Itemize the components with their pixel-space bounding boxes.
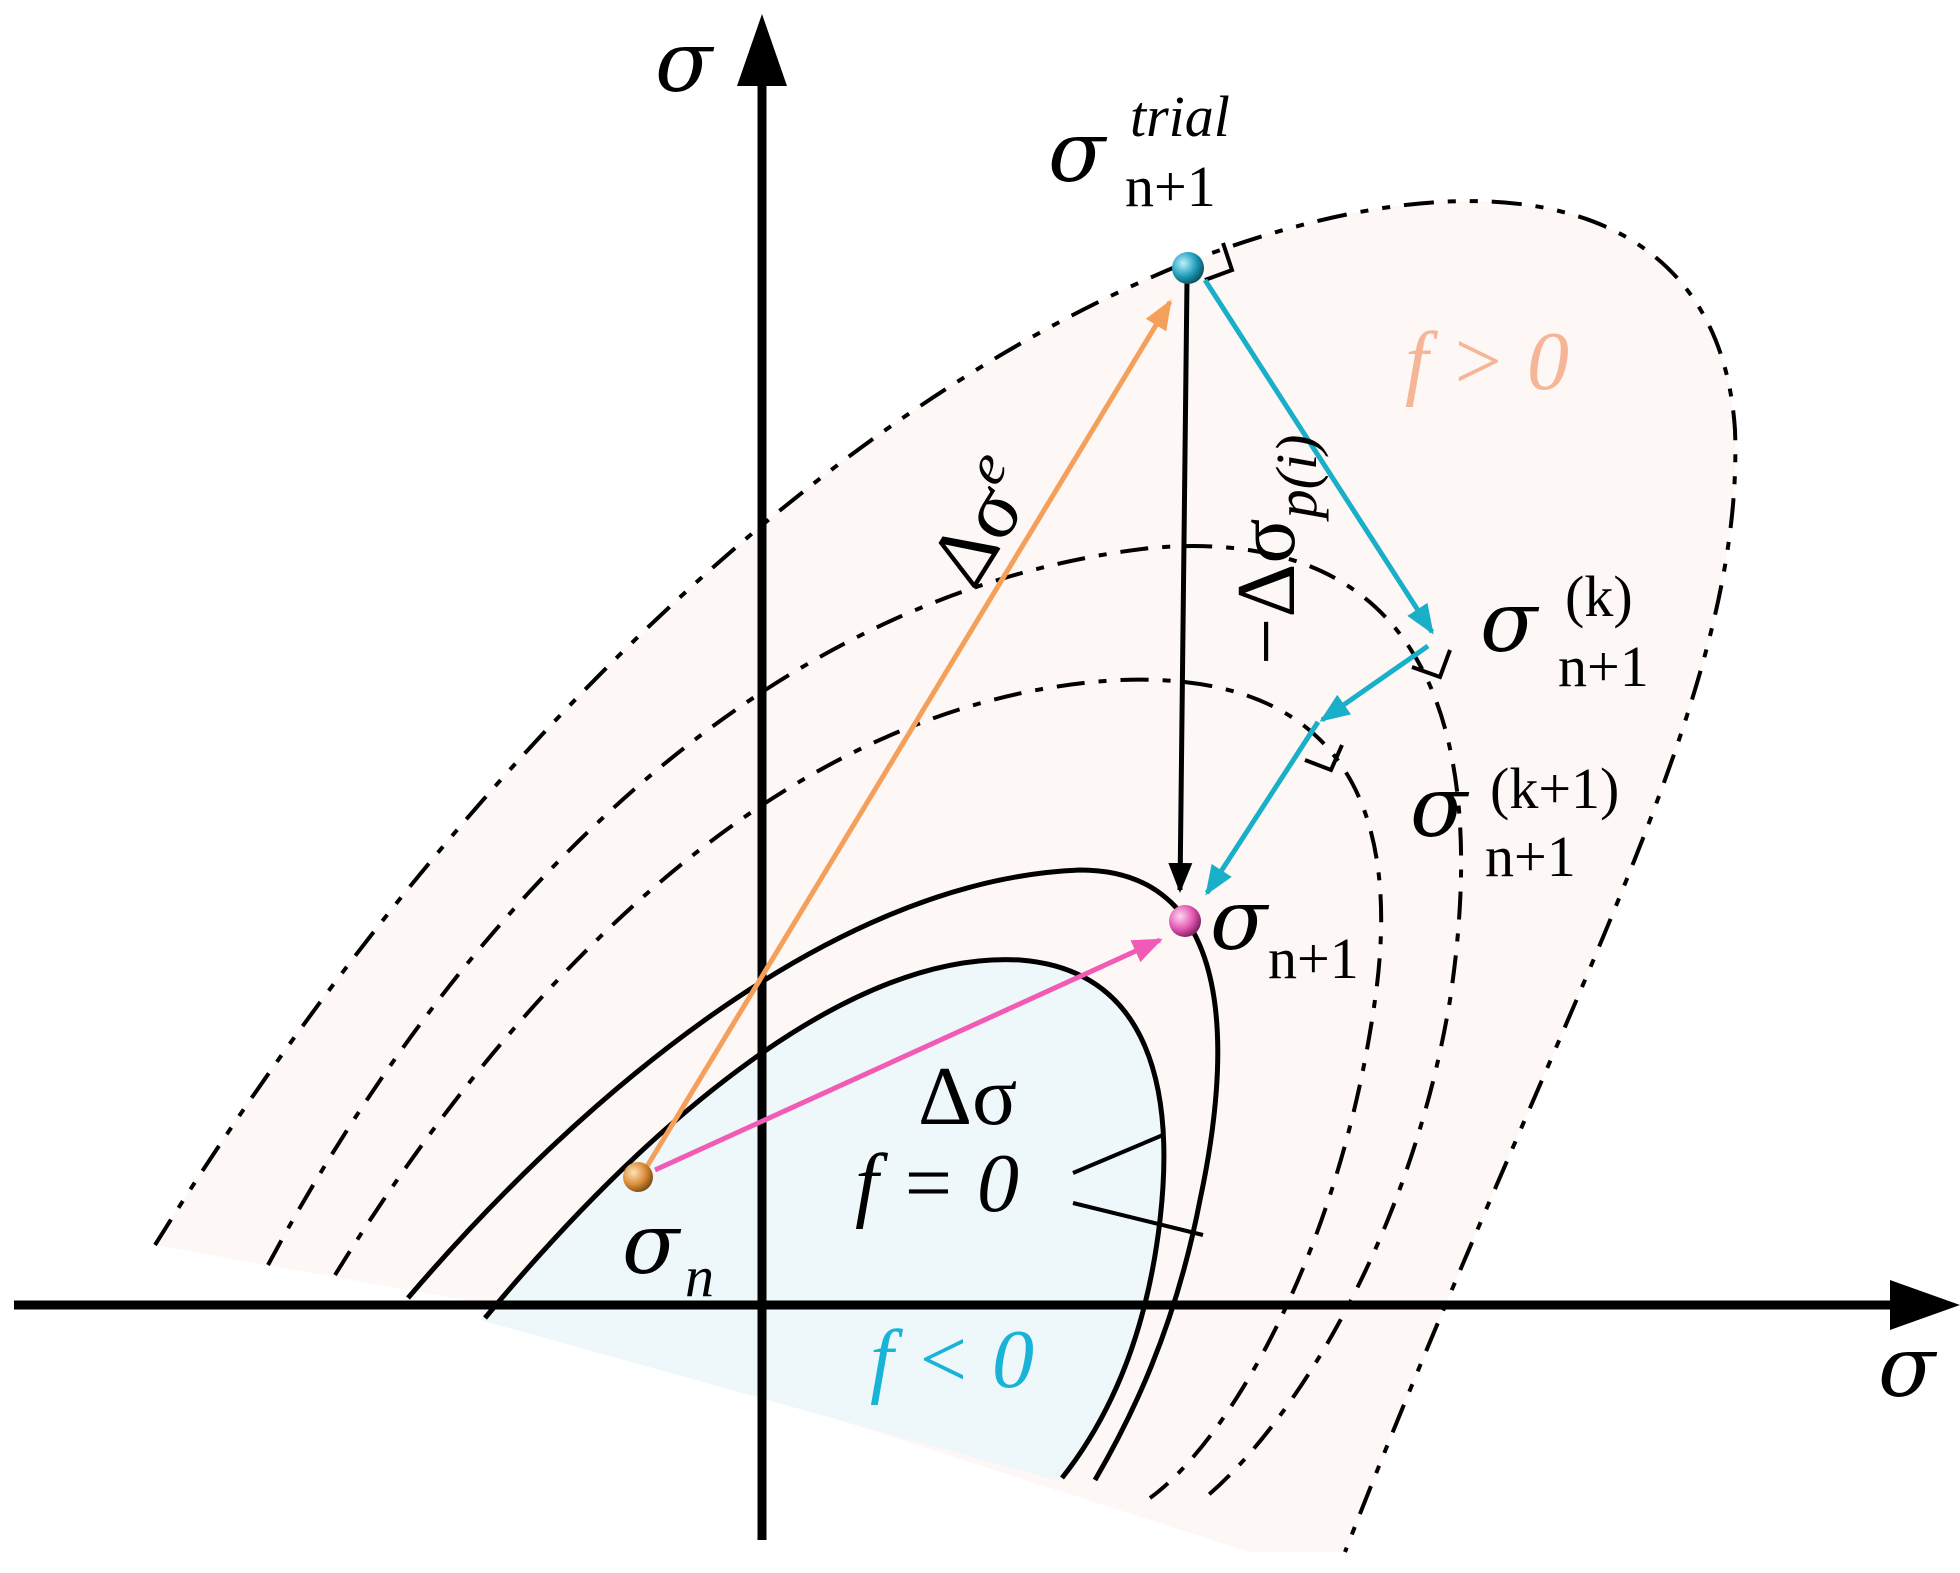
- plastic-correction-label: −Δσp(i): [1220, 435, 1329, 665]
- total-increment-label: Δσ: [918, 1050, 1018, 1143]
- sigma-k1-superscript: (k+1): [1490, 756, 1620, 821]
- sigma-k-symbol: σ: [1480, 573, 1538, 671]
- sigma-n1-subscript: n+1: [1268, 926, 1359, 991]
- surface-leader-2: [1072, 1201, 1204, 1237]
- inside-region-label: f < 0: [870, 1313, 1035, 1406]
- yield-surface-inner: [483, 957, 1167, 1480]
- sigma-n-dot: [623, 1162, 653, 1192]
- sigma-k1-subscript: n+1: [1485, 824, 1576, 889]
- sigma-n1-dot: [1169, 905, 1201, 937]
- surface-label: f = 0: [855, 1137, 1020, 1230]
- sigma-k-superscript: (k): [1565, 564, 1633, 629]
- sigma-k-subscript: n+1: [1558, 634, 1649, 699]
- trial-surface: [153, 199, 1738, 1553]
- vertical-axis-label: σ: [655, 13, 713, 111]
- horizontal-axis-label: σ: [1878, 1318, 1936, 1416]
- iterate-surface-k: [266, 544, 1464, 1504]
- region-outside-fill: [155, 201, 1736, 1552]
- right-angle-marker-trial: [1204, 242, 1235, 282]
- total-increment-arrow: [653, 937, 1163, 1173]
- sigma-k1-symbol: σ: [1410, 758, 1468, 856]
- plastic-correction-text: −Δσ: [1220, 518, 1313, 665]
- plastic-correction-arrow: [1168, 279, 1193, 893]
- vertical-axis-arrowhead: [737, 14, 787, 86]
- sigma-trial-symbol: σ: [1048, 103, 1106, 201]
- return-arrow-2: [1319, 643, 1430, 723]
- outside-region-label: f > 0: [1405, 315, 1570, 408]
- surface-leader-1: [1072, 1133, 1164, 1175]
- region-inside-fill: [480, 959, 1164, 1480]
- yield-surface-outer: [406, 867, 1221, 1482]
- plastic-correction-subscript: p(i): [1264, 434, 1329, 519]
- iterate-surface-k1: [333, 677, 1384, 1500]
- right-angle-marker-k: [1411, 649, 1452, 680]
- sigma-trial-dot: [1172, 252, 1204, 284]
- elastic-increment-arrow: [637, 299, 1173, 1180]
- sigma-n-symbol: σ: [622, 1195, 680, 1293]
- sigma-n-subscript: n: [685, 1244, 714, 1309]
- sigma-n1-symbol: σ: [1210, 871, 1268, 969]
- return-arrow-1: [1202, 278, 1435, 635]
- horizontal-axis-arrowhead: [1890, 1280, 1960, 1330]
- sigma-trial-subscript: n+1: [1125, 154, 1216, 219]
- return-arrow-3: [1204, 720, 1321, 896]
- right-angle-marker-k1: [1304, 744, 1344, 773]
- sigma-trial-superscript: trial: [1130, 84, 1230, 149]
